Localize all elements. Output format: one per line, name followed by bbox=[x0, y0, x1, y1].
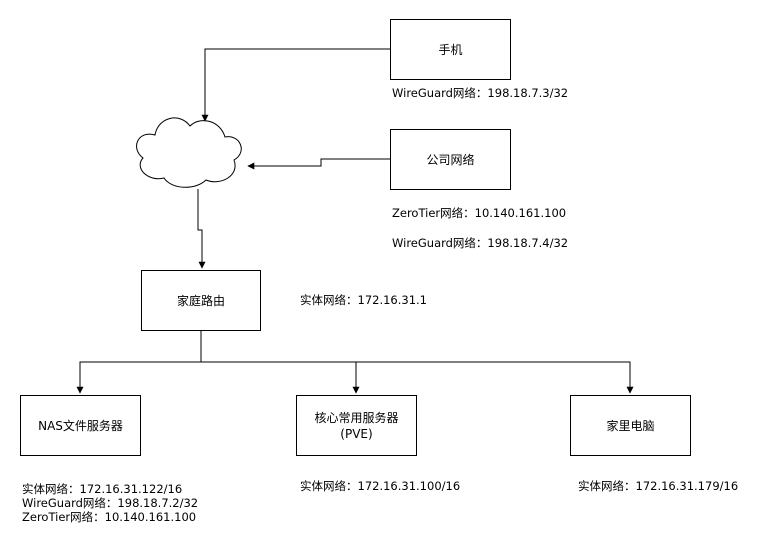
edge-phone-to-cloud bbox=[201, 48, 390, 122]
label-nas-physical: 实体网络：172.16.31.122/16 bbox=[22, 482, 183, 496]
node-office: 公司网络 bbox=[390, 129, 511, 190]
edge-office-to-cloud bbox=[247, 158, 390, 170]
edge-router-to-core bbox=[201, 361, 360, 394]
node-core-server: 核心常用服务器 (PVE) bbox=[296, 395, 417, 456]
node-home-pc: 家里电脑 bbox=[570, 395, 691, 456]
node-router-title: 家庭路由 bbox=[176, 293, 225, 308]
label-phone-wireguard: WireGuard网络：198.18.7.3/32 bbox=[392, 86, 569, 100]
cloud-icon bbox=[136, 117, 242, 188]
label-core-physical: 实体网络：172.16.31.100/16 bbox=[300, 479, 461, 493]
node-phone: 手机 bbox=[390, 19, 511, 80]
label-router-physical: 实体网络：172.16.31.1 bbox=[300, 293, 427, 307]
label-nas-wireguard: WireGuard网络：198.18.7.2/32 bbox=[22, 496, 199, 510]
node-phone-title: 手机 bbox=[438, 42, 463, 57]
label-nas-zerotier: ZeroTier网络：10.140.161.100 bbox=[22, 510, 197, 524]
node-pc-title: 家里电脑 bbox=[606, 418, 655, 433]
label-office-zerotier: ZeroTier网络：10.140.161.100 bbox=[392, 206, 567, 220]
node-nas-title: NAS文件服务器 bbox=[38, 418, 123, 433]
node-core-title-line2: (PVE) bbox=[340, 426, 373, 441]
node-core-title-line1: 核心常用服务器 bbox=[314, 410, 399, 425]
edge-router-to-pc bbox=[356, 361, 634, 394]
node-office-title: 公司网络 bbox=[426, 152, 475, 167]
node-nas: NAS文件服务器 bbox=[20, 395, 141, 456]
edge-router-to-nas bbox=[76, 331, 202, 394]
label-office-wireguard: WireGuard网络：198.18.7.4/32 bbox=[392, 236, 569, 250]
edge-cloud-to-router bbox=[197, 189, 206, 269]
node-router: 家庭路由 bbox=[141, 270, 261, 331]
label-pc-physical: 实体网络：172.16.31.179/16 bbox=[578, 479, 739, 493]
